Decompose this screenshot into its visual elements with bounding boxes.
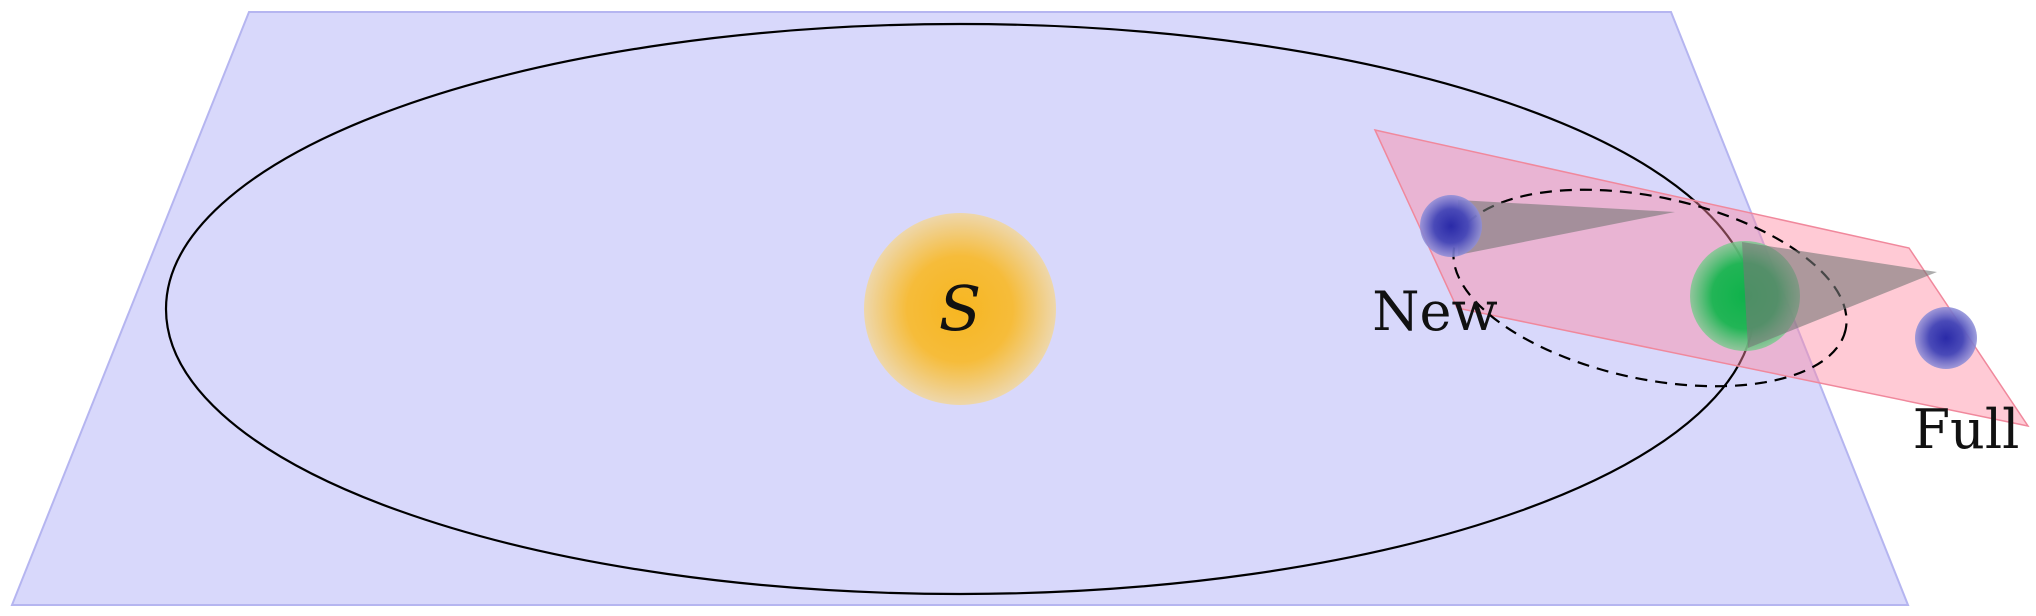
- full-moon-label: Full: [1913, 398, 2020, 461]
- sun: [864, 213, 1056, 405]
- moon-orbit: [1452, 188, 1848, 388]
- sun-label: S: [939, 272, 981, 345]
- full-moon-cone: [1742, 242, 1937, 348]
- new-moon-cone: [1458, 200, 1675, 255]
- moon-new: [1420, 195, 1482, 257]
- moon-full: [1915, 307, 1977, 369]
- new-moon-label: New: [1372, 280, 1497, 343]
